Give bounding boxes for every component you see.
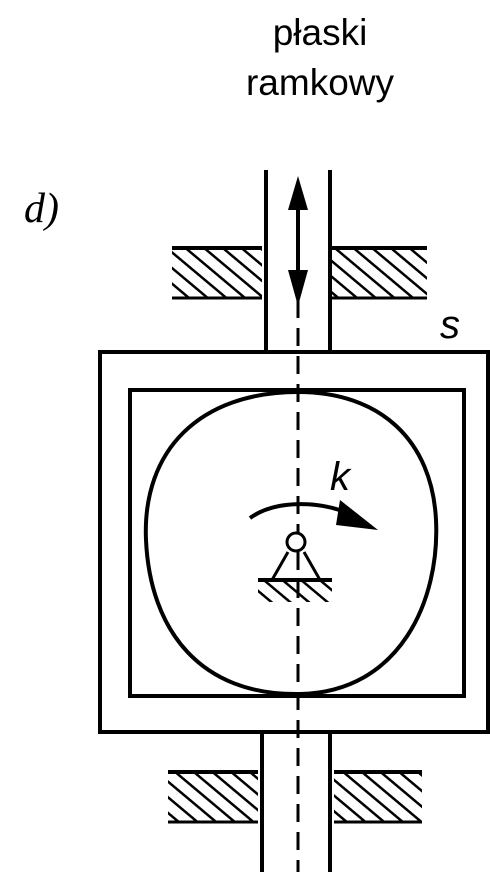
pivot-support	[258, 531, 332, 602]
cam-profile	[143, 389, 439, 697]
lower-guide-right-hatch	[334, 772, 422, 822]
outer-frame	[98, 350, 490, 734]
lower-guide-left-hatch	[168, 772, 258, 822]
upper-rod	[264, 170, 332, 352]
upper-guide-left-hatch	[172, 248, 262, 298]
reciprocating-motion-arrow	[288, 176, 308, 306]
cam-label: k	[330, 455, 352, 499]
lower-guide	[168, 770, 422, 824]
pivot-circle	[285, 531, 307, 553]
rotation-arrow	[248, 500, 378, 530]
lower-rod	[260, 732, 332, 872]
upper-guide	[172, 246, 427, 300]
title-line-1: płaski	[272, 12, 368, 53]
title-line-2: ramkowy	[245, 62, 395, 103]
panel-label: d)	[24, 186, 59, 232]
figure-title: płaski ramkowy	[0, 8, 490, 108]
upper-guide-right-hatch	[332, 248, 427, 298]
follower-label: s	[440, 303, 460, 347]
